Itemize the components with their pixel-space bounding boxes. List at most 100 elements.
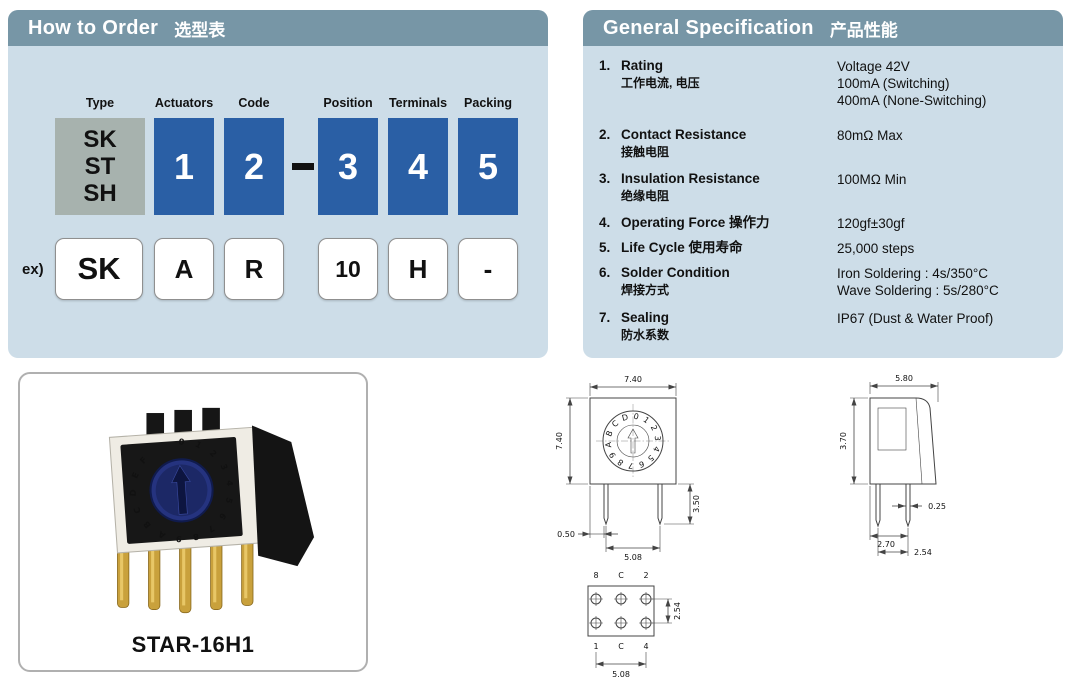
- dim-pin-length: 3.50: [692, 495, 701, 513]
- spec-row-insulation-resistance: 3. Insulation Resistance 绝缘电阻 100MΩ Min: [599, 171, 1051, 204]
- column-label-position: Position: [323, 96, 373, 110]
- side-bracket: [251, 425, 315, 567]
- spec-label: Contact Resistance 接触电阻: [621, 127, 837, 160]
- spec-value: 25,000 steps: [837, 241, 915, 256]
- spec-label: Life Cycle 使用寿命: [621, 240, 837, 256]
- pin-outline: [905, 484, 911, 528]
- spec-number: 5.: [599, 240, 611, 255]
- separator-dash: [292, 163, 314, 170]
- example-box-packing: -: [458, 238, 518, 300]
- column-label-packing: Packing: [464, 96, 512, 110]
- top-terminals: [146, 407, 220, 438]
- example-box-type: SK: [55, 238, 143, 300]
- general-spec-header: General Specification 产品性能: [583, 10, 1063, 46]
- general-spec-panel: General Specification 产品性能 1. Rating 工作电…: [583, 10, 1063, 358]
- how-to-order-panel: How to Order 选型表 Type Actuators Code Pos…: [8, 10, 548, 358]
- dim-row-pitch: 2.54: [673, 602, 682, 620]
- pin-label: 1: [593, 642, 598, 651]
- example-box-code: R: [224, 238, 284, 300]
- spec-number: 1.: [599, 58, 611, 73]
- spec-label-en: Rating: [621, 58, 663, 73]
- top-view-drawing: 0123456789ABCDEF 7.40 7.40 3.50 0.50 5.0…: [552, 372, 701, 562]
- dim-body-height: 3.70: [839, 432, 848, 450]
- spec-number: 2.: [599, 127, 611, 142]
- how-to-order-title-en: How to Order: [28, 16, 159, 39]
- example-box-position: 10: [318, 238, 378, 300]
- product-photo: 0123456789ABCDEF: [108, 407, 315, 614]
- order-digit-box-5: 5: [458, 118, 518, 215]
- spec-row-sealing: 7. Sealing 防水系数 IP67 (Dust & Water Proof…: [599, 310, 1051, 343]
- spec-number: 6.: [599, 265, 611, 280]
- dim-top-width: 7.40: [624, 375, 642, 384]
- dim-edge-offset: 0.50: [557, 530, 575, 539]
- how-to-order-title-zh: 选型表: [174, 20, 226, 40]
- spec-label-en: Operating Force 操作力: [621, 215, 770, 230]
- example-box-actuator: A: [154, 238, 214, 300]
- spec-label: Insulation Resistance 绝缘电阻: [621, 171, 837, 204]
- spec-row-contact-resistance: 2. Contact Resistance 接触电阻 80mΩ Max: [599, 127, 1051, 160]
- dim-col-span: 5.08: [612, 670, 630, 679]
- spec-row-life-cycle: 5. Life Cycle 使用寿命 25,000 steps: [599, 240, 1051, 257]
- example-label: ex): [22, 260, 44, 278]
- dim-lead-offset: 2.70: [877, 540, 895, 549]
- spec-label-en: Solder Condition: [621, 265, 730, 280]
- dim-pin-span: 5.08: [624, 553, 642, 562]
- general-spec-body: 1. Rating 工作电流, 电压 Voltage 42V 100mA (Sw…: [583, 46, 1063, 343]
- how-to-order-header: How to Order 选型表: [8, 10, 548, 46]
- order-digit-box-3: 3: [318, 118, 378, 215]
- spec-number: 3.: [599, 171, 611, 186]
- order-digit-box-2: 2: [224, 118, 284, 215]
- dim-pin-thickness: 0.25: [928, 502, 946, 511]
- pin-label: 4: [643, 642, 648, 651]
- pin-label: 2: [643, 571, 648, 580]
- type-codes-box: SK ST SH: [55, 118, 145, 215]
- spec-label-zh: 接触电阻: [621, 145, 670, 159]
- spec-label-en: Sealing: [621, 310, 670, 325]
- column-label-actuators: Actuators: [154, 96, 214, 110]
- pin-label: C: [618, 571, 624, 580]
- spec-value: Iron Soldering : 4s/350°C Wave Soldering…: [837, 266, 999, 298]
- spec-value: 80mΩ Max: [837, 128, 903, 143]
- pin-outline: [875, 484, 881, 528]
- pin-outline: [657, 484, 663, 526]
- column-label-type: Type: [85, 96, 115, 110]
- dim-side-width: 5.80: [895, 374, 913, 383]
- switch-body: 0123456789ABCDEF: [108, 426, 263, 554]
- general-spec-title-en: General Specification: [603, 16, 814, 39]
- spec-label-en: Contact Resistance: [621, 127, 747, 142]
- spec-label: Solder Condition 焊接方式: [621, 265, 837, 298]
- pin-layout-drawing: 8 C 2 1 C 4 2.54 5.08: [587, 571, 682, 679]
- spec-label-zh: 绝缘电阻: [621, 189, 670, 203]
- spec-value: 120gf±30gf: [837, 216, 905, 231]
- order-digit-box-4: 4: [388, 118, 448, 215]
- general-spec-title-zh: 产品性能: [829, 20, 898, 40]
- model-number: STAR-16H1: [131, 632, 255, 657]
- spec-label-zh: 焊接方式: [621, 283, 670, 297]
- spec-label: Operating Force 操作力: [621, 215, 837, 231]
- spec-value: 100MΩ Min: [837, 172, 907, 187]
- drawing-dial-arrow: [627, 428, 639, 454]
- side-body-outline: [869, 397, 937, 485]
- pin-outline: [603, 484, 609, 526]
- spec-row-rating: 1. Rating 工作电流, 电压 Voltage 42V 100mA (Sw…: [599, 58, 1051, 109]
- spec-row-operating-force: 4. Operating Force 操作力 120gf±30gf: [599, 215, 1051, 232]
- spec-number: 7.: [599, 310, 611, 325]
- dial-arrow-slot: [171, 464, 191, 515]
- example-box-terminal: H: [388, 238, 448, 300]
- spec-label: Sealing 防水系数: [621, 310, 837, 343]
- column-label-code: Code: [238, 96, 270, 110]
- spec-label: Rating 工作电流, 电压: [621, 58, 837, 91]
- pin-label: C: [618, 642, 624, 651]
- spec-value: IP67 (Dust & Water Proof): [837, 311, 994, 326]
- spec-label-zh: 工作电流, 电压: [621, 76, 700, 90]
- gold-pins: [117, 526, 254, 614]
- spec-label-en: Life Cycle 使用寿命: [621, 240, 743, 255]
- order-digit-box-1: 1: [154, 118, 214, 215]
- dim-pin-pitch: 2.54: [914, 548, 932, 557]
- spec-label-en: Insulation Resistance: [621, 171, 760, 186]
- side-view-drawing: 5.80 3.70 0.25 2.70 2.54: [839, 374, 946, 557]
- spec-label-zh: 防水系数: [621, 328, 670, 342]
- spec-value: Voltage 42V 100mA (Switching) 400mA (Non…: [837, 59, 987, 108]
- pin-label: 8: [593, 571, 598, 580]
